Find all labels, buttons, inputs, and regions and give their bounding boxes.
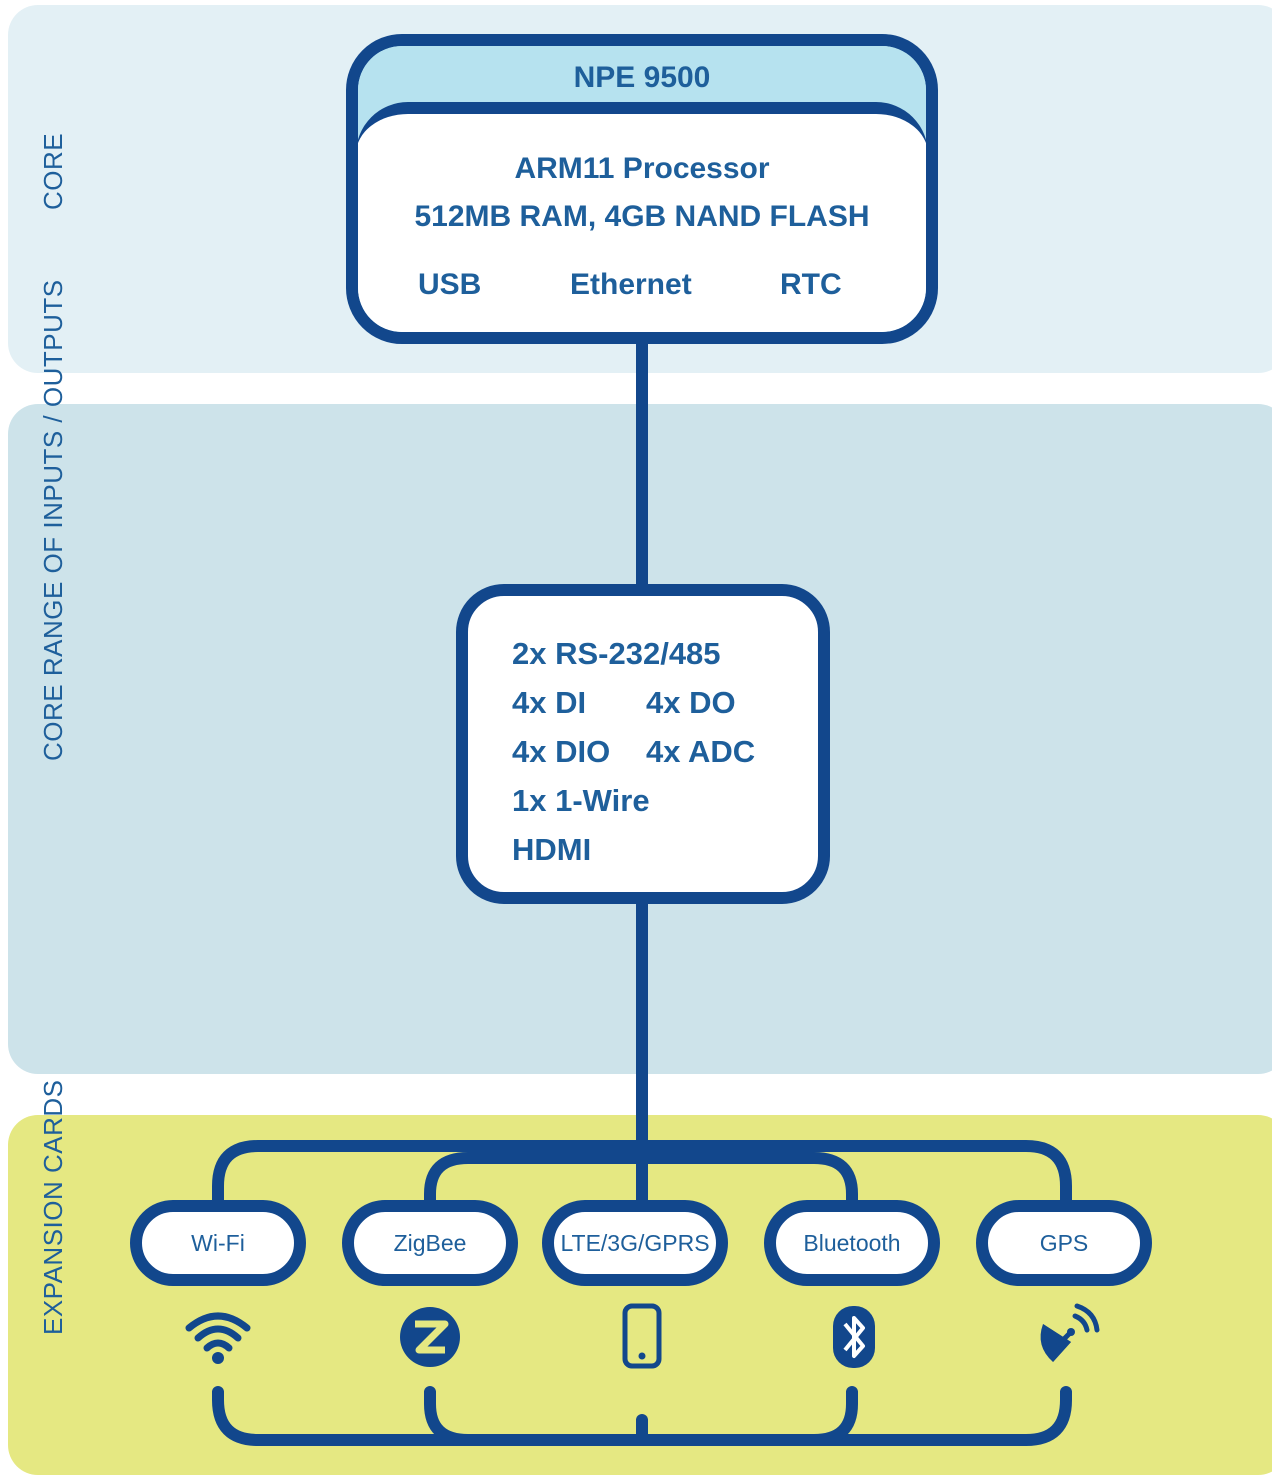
top-bus-inner (424, 1152, 858, 1216)
card-lte: LTE/3G/GPRS (542, 1200, 728, 1286)
io-adc: 4x ADC (646, 734, 756, 769)
port-ethernet: Ethernet (570, 268, 692, 301)
npe-processor: ARM11 Processor (514, 152, 770, 185)
card-bluetooth: Bluetooth (764, 1200, 940, 1286)
io-hdmi: HDMI (512, 832, 592, 867)
card-zigbee: ZigBee (342, 1200, 518, 1286)
port-usb: USB (418, 268, 482, 301)
zigbee-icon (400, 1307, 460, 1367)
card-wifi: Wi-Fi (130, 1200, 306, 1286)
npe-title: NPE 9500 (358, 46, 926, 106)
port-rtc: RTC (780, 268, 842, 301)
npe-core-box: NPE 9500 ARM11 Processor 512MB RAM, 4GB … (346, 34, 938, 344)
npe-memory: 512MB RAM, 4GB NAND FLASH (414, 200, 870, 233)
npe-body: ARM11 Processor 512MB RAM, 4GB NAND FLAS… (358, 102, 926, 332)
bluetooth-icon (833, 1306, 875, 1368)
top-bus-outer (212, 1140, 1072, 1216)
card-gps: GPS (976, 1200, 1152, 1286)
io-dio: 4x DIO (512, 734, 611, 769)
satellite-dish-icon (1040, 1303, 1100, 1362)
io-onewire: 1x 1-Wire (512, 783, 650, 818)
io-box: 2x RS-232/485 4x DI 4x DO 4x DIO 4x ADC … (456, 584, 830, 904)
phone-icon (622, 1303, 662, 1369)
io-serial: 2x RS-232/485 (512, 636, 721, 671)
wifi-icon (185, 1312, 251, 1364)
io-di: 4x DI (512, 685, 587, 720)
io-do: 4x DO (646, 685, 736, 720)
